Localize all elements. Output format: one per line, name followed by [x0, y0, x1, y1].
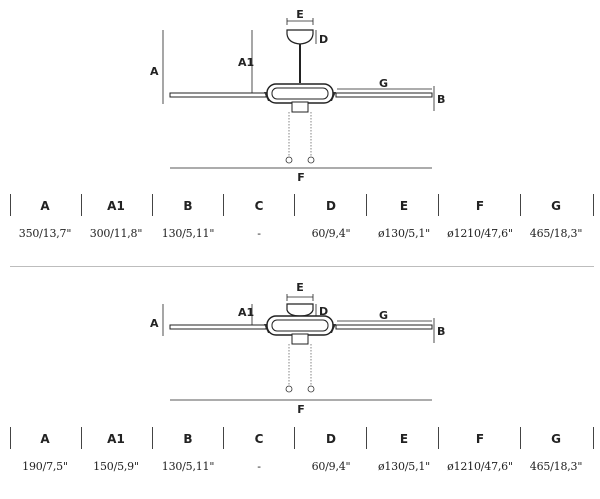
spec-value: 60/9,4"	[311, 460, 351, 473]
spec-value: -	[257, 227, 261, 240]
label-e: E	[296, 8, 304, 21]
spec-column-d: D 60/9,4"	[295, 190, 367, 250]
fan-drawing-flush: E D A A1 G B F	[150, 281, 445, 416]
spec-header: A	[40, 432, 50, 446]
spec-header: D	[326, 199, 336, 213]
spec-table-flush: A 190/7,5" A1 150/5,9" B 130/5,11" C - D…	[0, 423, 600, 483]
spec-header: G	[551, 432, 561, 446]
label-g: G	[379, 309, 388, 322]
column-divider	[152, 427, 153, 449]
spec-header: F	[475, 199, 485, 213]
label-b: B	[437, 325, 445, 338]
column-divider	[10, 194, 11, 216]
label-e: E	[296, 281, 304, 294]
spec-header: C	[254, 199, 264, 213]
column-divider	[593, 427, 594, 449]
label-d: D	[319, 33, 328, 46]
spec-value: 465/18,3"	[529, 227, 583, 240]
spec-column-g: G 465/18,3"	[520, 423, 592, 483]
spec-value: 300/11,8"	[89, 227, 143, 240]
spec-column-e: E ø130/5,1"	[368, 190, 440, 250]
spec-value: 350/13,7"	[18, 227, 72, 240]
spec-header: E	[399, 199, 409, 213]
spec-column-b: B 130/5,11"	[152, 423, 224, 483]
spec-column-a: A 350/13,7"	[9, 190, 81, 250]
column-divider	[294, 194, 295, 216]
spec-value: ø130/5,1"	[377, 227, 431, 240]
label-a1: A1	[238, 306, 254, 319]
spec-value: -	[257, 460, 261, 473]
spec-table-downrod: A 350/13,7" A1 300/11,8" B 130/5,11" C -…	[0, 190, 600, 250]
spec-column-d: D 60/9,4"	[295, 423, 367, 483]
label-f: F	[297, 403, 305, 416]
spec-value: 465/18,3"	[529, 460, 583, 473]
label-a: A	[150, 65, 159, 78]
spec-column-f: F ø1210/47,6"	[444, 190, 516, 250]
column-divider	[10, 427, 11, 449]
spec-column-a1: A1 150/5,9"	[80, 423, 152, 483]
spec-column-a1: A1 300/11,8"	[80, 190, 152, 250]
column-divider	[366, 427, 367, 449]
spec-column-b: B 130/5,11"	[152, 190, 224, 250]
label-g: G	[379, 77, 388, 90]
spec-header: G	[551, 199, 561, 213]
spec-column-c: C -	[223, 190, 295, 250]
spec-column-e: E ø130/5,1"	[368, 423, 440, 483]
column-divider	[438, 194, 439, 216]
spec-value: 130/5,11"	[161, 460, 215, 473]
spec-value: 190/7,5"	[22, 460, 68, 473]
spec-value: ø1210/47,6"	[447, 227, 513, 240]
spec-header: B	[183, 199, 193, 213]
spec-header: F	[475, 432, 485, 446]
section-divider	[10, 266, 594, 267]
spec-value: 150/5,9"	[93, 460, 139, 473]
label-a: A	[150, 317, 159, 330]
column-divider	[520, 427, 521, 449]
label-f: F	[297, 171, 305, 184]
column-divider	[223, 194, 224, 216]
column-divider	[81, 427, 82, 449]
spec-header: D	[326, 432, 336, 446]
column-divider	[593, 194, 594, 216]
column-divider	[152, 194, 153, 216]
spec-column-c: C -	[223, 423, 295, 483]
column-divider	[366, 194, 367, 216]
spec-column-f: F ø1210/47,6"	[444, 423, 516, 483]
fan-diagram-downrod: E D A A1 G B F	[0, 0, 600, 190]
spec-header: B	[183, 432, 193, 446]
spec-column-a: A 190/7,5"	[9, 423, 81, 483]
spec-column-g: G 465/18,3"	[520, 190, 592, 250]
spec-value: ø1210/47,6"	[447, 460, 513, 473]
column-divider	[520, 194, 521, 216]
spec-header: A1	[107, 199, 125, 213]
column-divider	[438, 427, 439, 449]
column-divider	[294, 427, 295, 449]
spec-header: A	[40, 199, 50, 213]
spec-value: 130/5,11"	[161, 227, 215, 240]
spec-header: E	[399, 432, 409, 446]
label-a1: A1	[238, 56, 254, 69]
label-b: B	[437, 93, 445, 106]
label-d: D	[319, 305, 328, 318]
spec-value: ø130/5,1"	[377, 460, 431, 473]
spec-header: A1	[107, 432, 125, 446]
column-divider	[223, 427, 224, 449]
spec-value: 60/9,4"	[311, 227, 351, 240]
spec-header: C	[254, 432, 264, 446]
column-divider	[81, 194, 82, 216]
fan-drawing-downrod: E D A A1 G B F	[150, 8, 445, 184]
fan-diagram-flush: E D A A1 G B F	[0, 270, 600, 422]
